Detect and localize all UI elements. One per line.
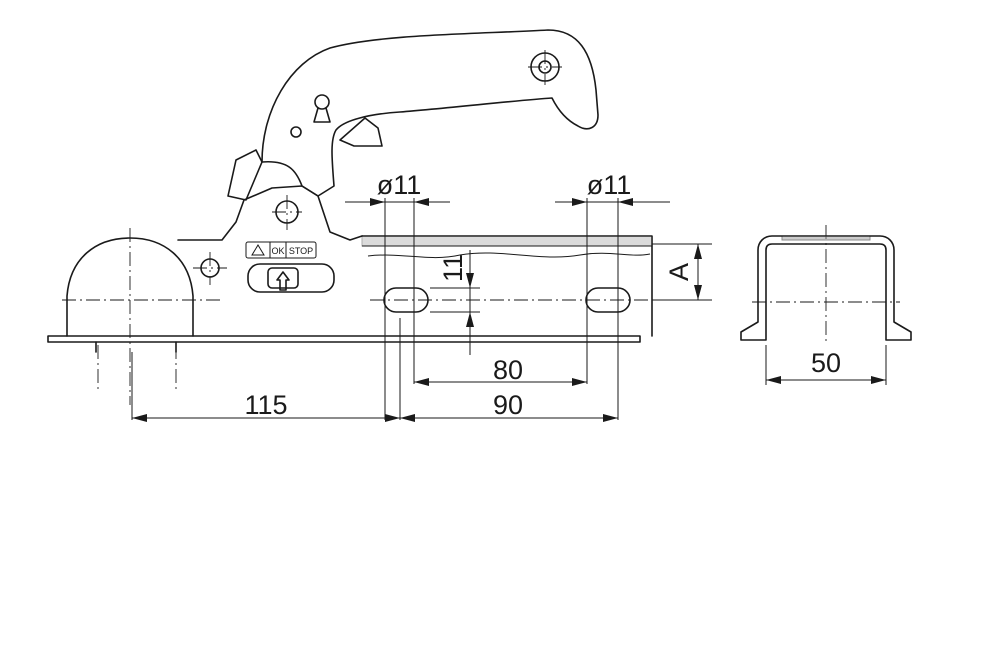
- extension-lines: [131, 198, 887, 420]
- arrow-up-icon: [276, 271, 290, 291]
- dim-height-a: A: [664, 263, 694, 281]
- handle-screw-icon: [290, 126, 302, 138]
- dim-slot-spacing: 80: [493, 355, 523, 385]
- dim-slot-height: 11: [438, 254, 468, 282]
- keyhole-icon: [314, 94, 330, 110]
- dimension-lines: [132, 198, 886, 422]
- coupling-side-view: OK STOP: [47, 29, 653, 353]
- base-plate: [47, 335, 641, 343]
- tube-section-hatch: [361, 235, 653, 247]
- dim-hole-left: ø11: [377, 170, 422, 200]
- rear-bracket: [227, 149, 263, 201]
- dim-profile-width: 50: [811, 348, 841, 378]
- dim-ball-to-hole: 115: [244, 390, 287, 420]
- label-ok: OK: [271, 246, 284, 256]
- profile-tube: [361, 235, 653, 337]
- dimension-labels: ø11 ø11 11 A 80 115 90 50: [244, 170, 841, 420]
- center-lines: [62, 50, 900, 405]
- housing-bolt-icon: [200, 258, 220, 278]
- warning-icon: [251, 244, 265, 256]
- ball-socket: [66, 237, 194, 337]
- pivot-hole-icon: [530, 52, 560, 82]
- release-latch: [339, 117, 383, 147]
- dim-hole-spacing: 90: [493, 390, 523, 420]
- handle-lever: [261, 29, 599, 197]
- indicator-window: [247, 263, 335, 293]
- lower-pivot-icon: [275, 200, 299, 224]
- profile-cross-section: [740, 235, 912, 341]
- slot-right: [585, 287, 631, 313]
- socket-stub: [95, 341, 177, 353]
- dim-hole-right: ø11: [587, 170, 632, 200]
- label-stop: STOP: [289, 246, 313, 256]
- break-line: [367, 252, 651, 259]
- housing-body: [177, 185, 363, 241]
- slot-left: [383, 287, 429, 313]
- indicator-label: OK STOP: [245, 241, 317, 259]
